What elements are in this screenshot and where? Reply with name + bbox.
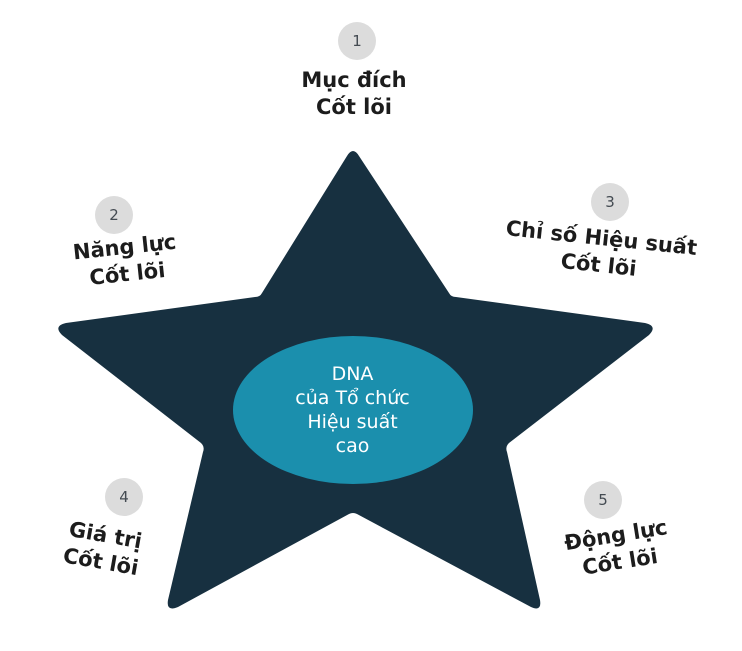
center-line-2: của Tổ chức <box>295 386 410 409</box>
center-ellipse <box>233 336 473 484</box>
center-line-3: Hiệu suất <box>307 410 398 433</box>
center-line-1: DNA <box>331 362 374 385</box>
badge-5: 5 <box>584 481 622 519</box>
badge-3: 3 <box>591 183 629 221</box>
badge-2: 2 <box>95 196 133 234</box>
label-point-1: Mục đích Cốt lõi <box>254 67 454 121</box>
badge-4: 4 <box>105 478 143 516</box>
center-text: DNA của Tổ chức Hiệu suất cao <box>232 335 473 484</box>
badge-1: 1 <box>338 22 376 60</box>
center-line-4: cao <box>335 434 370 457</box>
label-point-1-line-2: Cốt lõi <box>315 95 392 119</box>
label-point-1-line-1: Mục đích <box>301 68 407 92</box>
